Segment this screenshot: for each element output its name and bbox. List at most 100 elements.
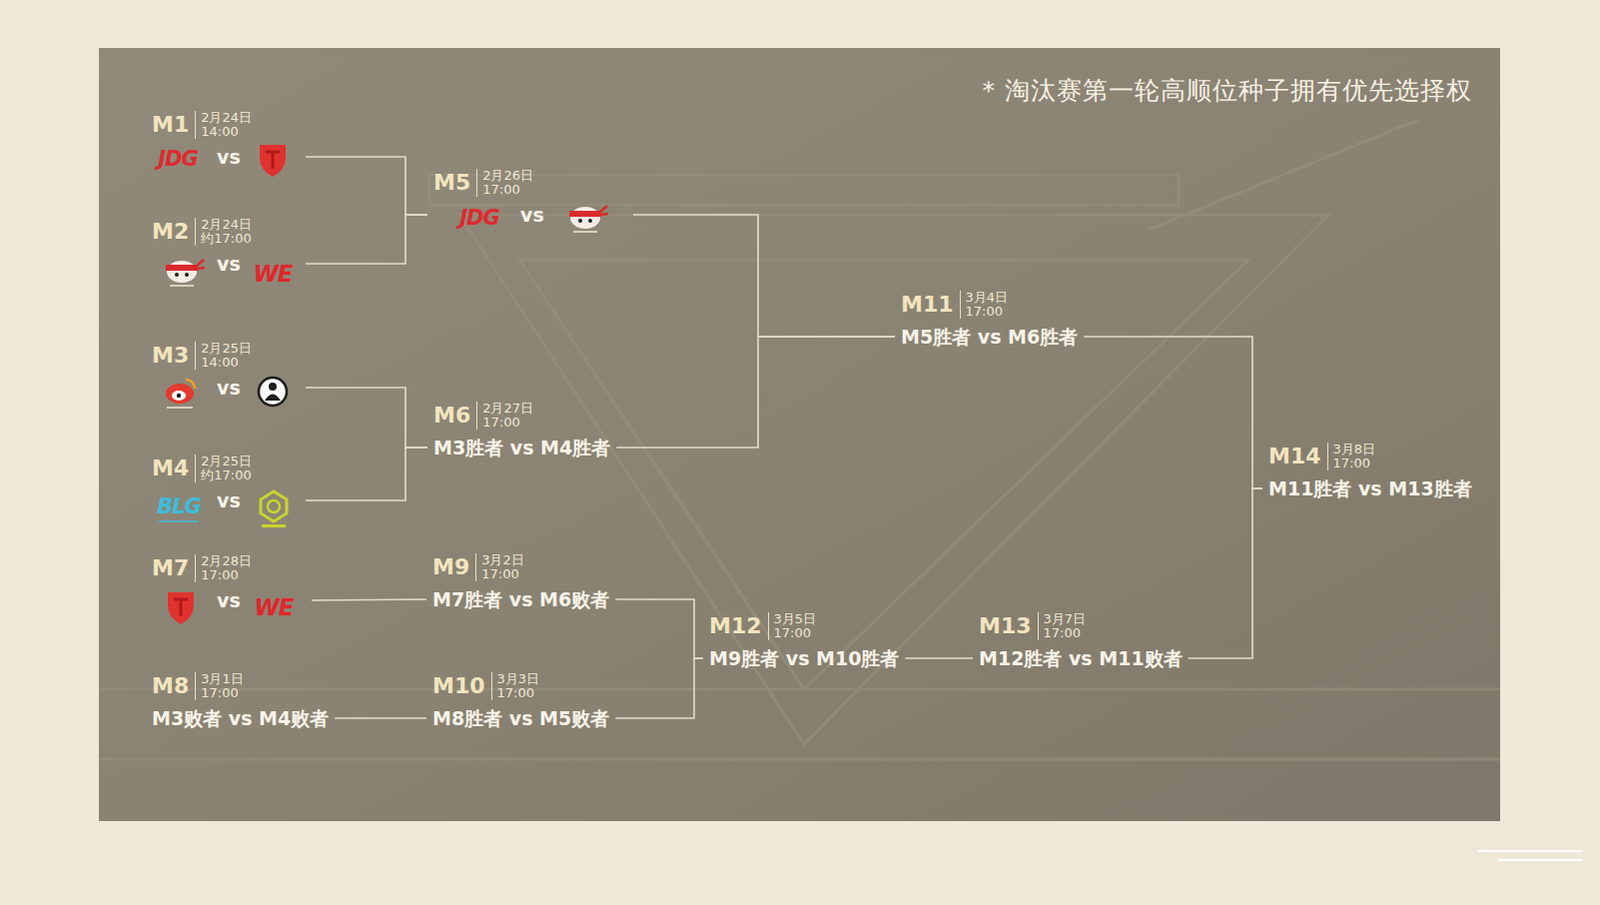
match-number: M1	[151, 110, 189, 139]
match-row: M12胜者 vs M11败者	[978, 647, 1183, 670]
match-date: 3月5日 17:00	[768, 612, 817, 641]
matchup-text: M3败者 vs M4败者	[151, 707, 329, 730]
match-date: 2月25日 约17:00	[194, 454, 252, 483]
headband-tail	[600, 205, 609, 215]
texture-line	[98, 688, 1501, 692]
bracket-line	[305, 214, 428, 264]
headband	[569, 210, 602, 217]
match-date: 3月1日 17:00	[194, 672, 244, 701]
corner-line	[1478, 849, 1584, 852]
matchup-text: M3胜者 vs M4胜者	[433, 436, 611, 459]
matchup-text: vs	[520, 203, 545, 226]
team-logo-jdg: JDG	[459, 205, 499, 230]
logo-underline	[158, 520, 199, 523]
match-row: vs	[151, 376, 300, 399]
weibo-eye	[176, 393, 181, 398]
matchup-text: vs	[216, 376, 241, 399]
team-logo-nip	[260, 491, 287, 528]
bracket-line	[334, 717, 427, 720]
ig-head	[268, 382, 277, 391]
eye	[174, 272, 179, 277]
match-number: M14	[1268, 442, 1322, 471]
match-number: M5	[433, 168, 471, 197]
match-date: 3月4日 17:00	[959, 290, 1009, 319]
match-box: M32月25日 14:00 vs	[151, 341, 300, 399]
match-header: M103月3日 17:00	[432, 672, 610, 701]
match-row: M5胜者 vs M6胜者	[900, 325, 1078, 348]
head	[166, 260, 197, 283]
panel	[98, 47, 1501, 821]
match-row: M9胜者 vs M10胜者	[709, 647, 899, 670]
panel-texture	[98, 119, 1501, 760]
bracket-line	[616, 336, 895, 448]
logo-underline	[573, 230, 598, 233]
match-date: 3月7日 17:00	[1037, 612, 1087, 641]
eye	[588, 218, 593, 223]
matchup-text: M12胜者 vs M11败者	[978, 647, 1183, 670]
team-logo-blg: BLG	[156, 494, 201, 519]
logo-underline	[166, 406, 193, 409]
headband	[165, 264, 198, 271]
match-box: M113月4日 17:00M5胜者 vs M6胜者	[900, 290, 1078, 348]
match-date: 2月24日 约17:00	[194, 217, 252, 246]
team-logo-we: WE	[253, 594, 293, 621]
match-header: M62月27日 17:00	[433, 401, 611, 430]
match-date: 3月8日 17:00	[1327, 442, 1377, 471]
match-box: M123月5日 17:00M9胜者 vs M10胜者	[709, 612, 899, 670]
team-logo-we: WE	[252, 260, 292, 287]
match-box: M83月1日 17:00M3败者 vs M4败者	[151, 672, 329, 730]
corner-line	[1498, 858, 1584, 861]
shield	[259, 144, 286, 177]
team-logo-ig	[258, 377, 287, 406]
matchup-text: vs	[216, 489, 241, 512]
bracket-line	[615, 599, 704, 659]
note-text: * 淘汰赛第一轮高顺位种子拥有优先选择权	[982, 73, 1473, 107]
weibo-face	[171, 390, 186, 401]
match-date: 2月27日 17:00	[476, 401, 534, 430]
texture-line	[1148, 119, 1419, 230]
texture-triangle	[519, 259, 1249, 690]
match-number: M7	[151, 554, 189, 583]
match-box: M93月2日 17:00M7胜者 vs M6败者	[432, 553, 610, 611]
match-number: M9	[432, 553, 470, 582]
team-logo-lng	[569, 205, 609, 233]
match-box: M62月27日 17:00M3胜者 vs M4胜者	[433, 401, 611, 459]
match-header: M83月1日 17:00	[151, 672, 329, 701]
corner-lines	[1478, 850, 1584, 860]
bracket-line	[305, 447, 428, 501]
nip-hexagon	[260, 491, 287, 522]
match-header: M113月4日 17:00	[900, 290, 1078, 319]
bracket-line	[1083, 336, 1263, 489]
match-header: M22月24日 约17:00	[151, 217, 300, 246]
shield	[167, 592, 194, 625]
match-number: M11	[900, 290, 954, 319]
matchup-text: vs	[216, 252, 241, 275]
bracket-line	[633, 214, 895, 337]
match-row: M7胜者 vs M6败者	[432, 588, 610, 611]
team-logo-jdg: JDG	[157, 146, 197, 171]
match-header: M123月5日 17:00	[709, 612, 899, 641]
match-number: M12	[709, 612, 763, 641]
match-header: M72月28日 17:00	[151, 554, 306, 583]
match-header: M52月26日 17:00	[433, 168, 628, 197]
match-header: M93月2日 17:00	[432, 553, 610, 582]
match-box: M143月8日 17:00M11胜者 vs M13胜者	[1268, 442, 1473, 500]
match-header: M133月7日 17:00	[978, 612, 1183, 641]
texture-band	[429, 174, 1179, 205]
match-date: 2月24日 14:00	[194, 110, 252, 139]
logo-underline	[169, 284, 194, 287]
headband-tail	[196, 259, 205, 269]
match-box: M133月7日 17:00M12胜者 vs M11败者	[978, 612, 1183, 670]
team-logo-lng	[165, 259, 205, 287]
match-header: M32月25日 14:00	[151, 341, 300, 370]
bracket-line	[311, 599, 427, 601]
match-box: M103月3日 17:00M8胜者 vs M5败者	[432, 672, 610, 730]
nip-underline	[261, 524, 286, 528]
ig-ring	[258, 377, 287, 406]
match-number: M13	[978, 612, 1032, 641]
matchup-text: M5胜者 vs M6胜者	[900, 325, 1078, 348]
match-row: M8胜者 vs M5败者	[432, 707, 610, 730]
match-number: M6	[433, 401, 471, 430]
match-number: M3	[151, 341, 189, 370]
team-logo-wb	[165, 379, 195, 409]
